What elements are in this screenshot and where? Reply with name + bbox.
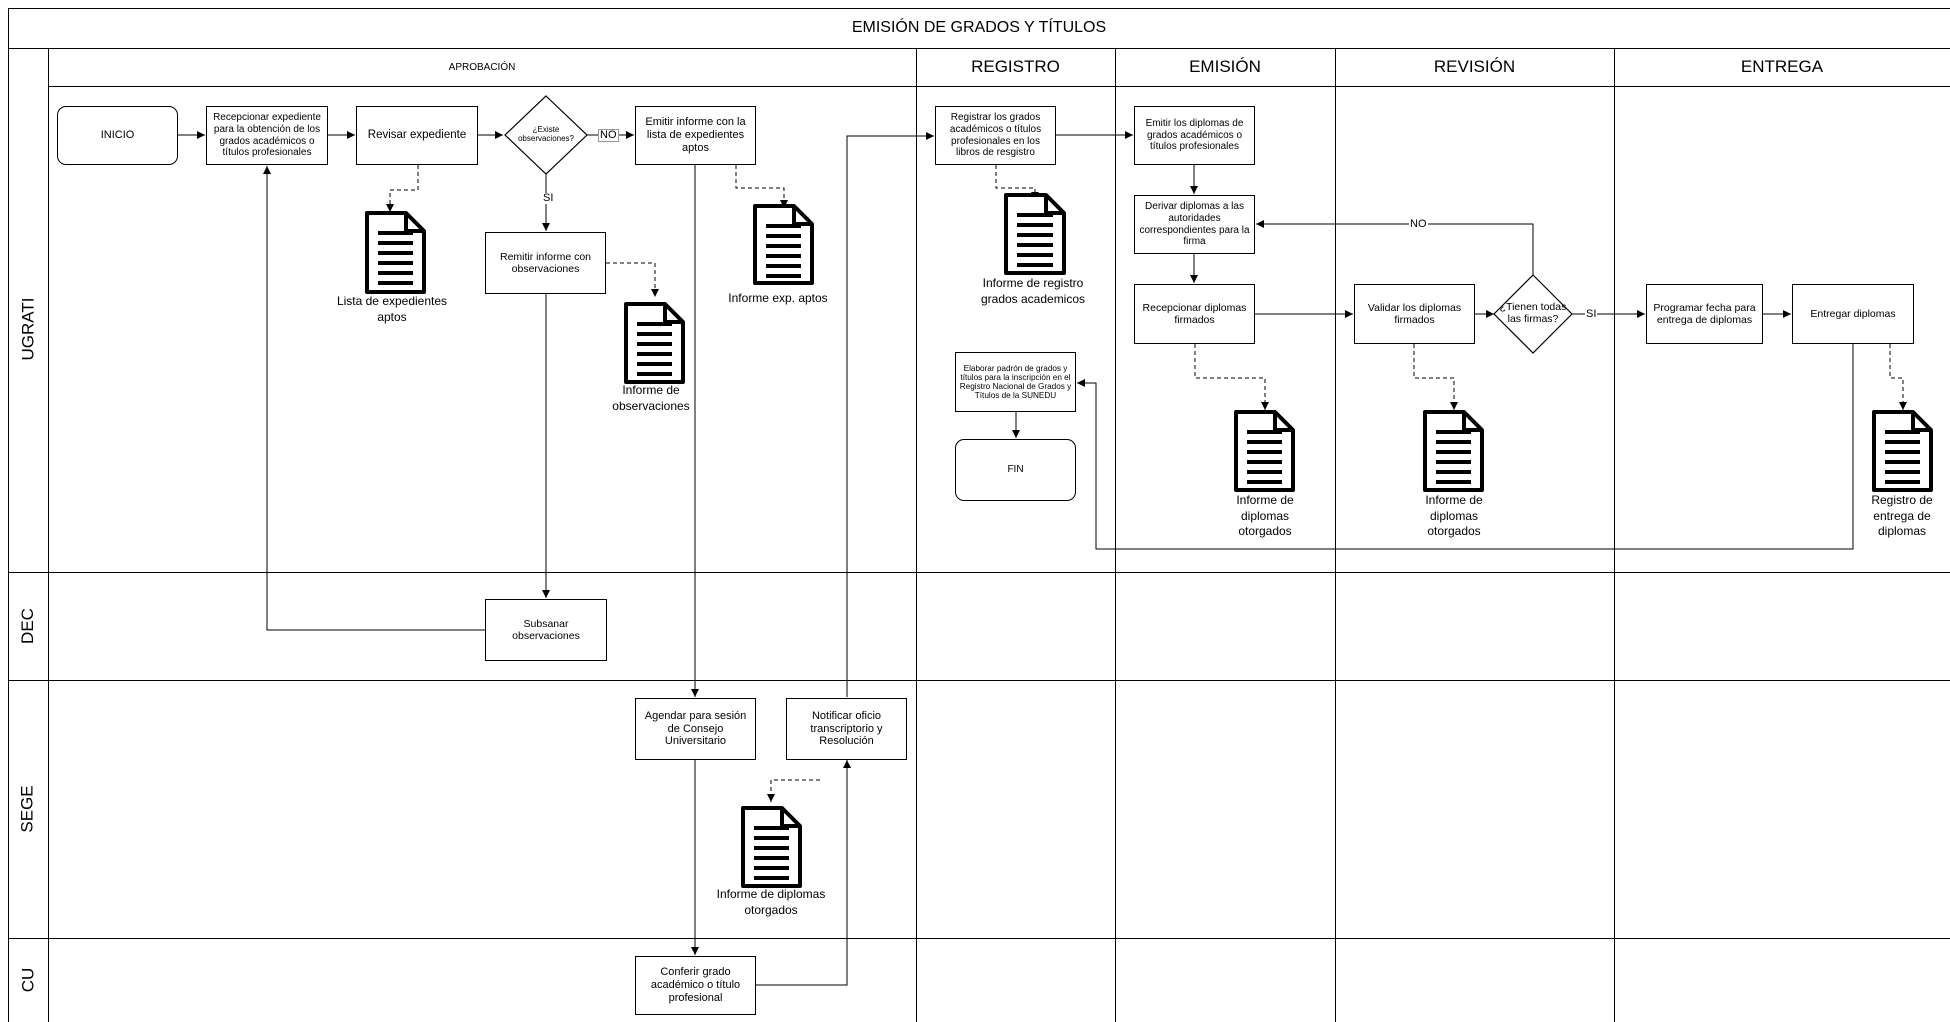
process-recepcionar-expediente[interactable]: Recepcionar expediente para la obtención… (206, 106, 328, 165)
document-label-informe-exp-aptos: Informe exp. aptos (728, 291, 828, 305)
document-label-registro-entrega: Registro de entrega de diplomas (1871, 493, 1933, 539)
decision-tienen-firmas-shape (1493, 274, 1573, 354)
edge-label-no-observaciones: NO (598, 129, 619, 142)
edge-label-no-firmas: NO (1409, 218, 1428, 230)
edge-label-si-observaciones: SI (542, 192, 555, 204)
document-label-informe-diplomas-emision: Informe de diplomas otorgados (1236, 493, 1294, 539)
document-label-informe-registro: Informe de registro grados academicos (980, 276, 1086, 306)
process-validar-diplomas[interactable]: Validar los diplomas firmados (1354, 284, 1475, 344)
phase-revision: REVISIÓN (1433, 57, 1516, 76)
document-icon-informe-registro (1004, 193, 1066, 275)
document-icon-informe-diplomas-emision (1234, 410, 1295, 492)
process-derivar-diplomas[interactable]: Derivar diplomas a las autoridades corre… (1134, 195, 1255, 254)
document-icon-informe-exp-aptos (753, 204, 814, 285)
phase-registro: REGISTRO (971, 57, 1060, 76)
process-recepcionar-diplomas[interactable]: Recepcionar diplomas firmados (1134, 284, 1255, 344)
lane-cu: CU (8, 938, 48, 1022)
process-subsanar-observaciones[interactable]: Subsanar observaciones (485, 599, 607, 661)
document-icon-informe-diplomas-revision (1423, 410, 1484, 492)
process-emitir-diplomas[interactable]: Emitir los diplomas de grados académicos… (1134, 106, 1255, 165)
decision-existe-observaciones[interactable]: ¿Existe observaciones? (517, 125, 575, 143)
document-label-informe-diplomas-revision: Informe de diplomas otorgados (1425, 493, 1483, 539)
document-icon-informe-diplomas-sege (741, 806, 802, 888)
process-notificar-oficio[interactable]: Notificar oficio transcriptorio y Resolu… (786, 698, 907, 760)
lane-dec: DEC (8, 572, 48, 680)
lane-dec-label: DEC (18, 608, 37, 644)
process-registrar-grados[interactable]: Registrar los grados académicos o título… (935, 106, 1056, 165)
document-icon-lista-expedientes (365, 211, 426, 294)
lane-sege-label: SEGE (18, 785, 37, 833)
document-label-informe-observaciones: Informe de observaciones (612, 383, 690, 413)
decision-tienen-firmas[interactable]: ¿Tienen todas las firmas? (1499, 301, 1567, 325)
phase-emision: EMISIÓN (1189, 57, 1261, 76)
document-icon-informe-observaciones (624, 302, 685, 384)
decision-existe-observaciones-shape (504, 95, 588, 175)
phase-entrega: ENTREGA (1740, 57, 1824, 76)
process-agendar-sesion[interactable]: Agendar para sesión de Consejo Universit… (635, 698, 756, 760)
diagram-title: EMISIÓN DE GRADOS Y TÍTULOS (851, 19, 1107, 36)
lane-ugrati-label: UGRATI (18, 297, 37, 361)
process-entregar-diplomas[interactable]: Entregar diplomas (1792, 284, 1914, 344)
process-elaborar-padron[interactable]: Elaborar padrón de grados y títulos para… (955, 352, 1076, 412)
document-label-informe-diplomas-sege: Informe de diplomas otorgados (716, 887, 826, 917)
document-label-lista-expedientes: Lista de expedientes aptos (336, 294, 448, 324)
process-conferir-grado[interactable]: Conferir grado académico o título profes… (635, 956, 756, 1015)
process-remitir-informe[interactable]: Remitir informe con observaciones (485, 232, 606, 294)
lane-sege: SEGE (8, 680, 48, 938)
document-icon-registro-entrega (1872, 410, 1933, 492)
phase-aprobacion: APROBACIÓN (448, 61, 516, 73)
edge-label-si-firmas: SI (1585, 308, 1598, 320)
process-revisar-expediente[interactable]: Revisar expediente (356, 106, 478, 165)
process-emitir-informe[interactable]: Emitir informe con la lista de expedient… (635, 106, 756, 165)
lane-ugrati: UGRATI (8, 86, 48, 572)
process-programar-fecha[interactable]: Programar fecha para entrega de diplomas (1646, 284, 1763, 344)
lane-cu-label: CU (18, 967, 37, 993)
start-node[interactable]: INICIO (57, 106, 178, 165)
end-node[interactable]: FIN (955, 439, 1076, 501)
